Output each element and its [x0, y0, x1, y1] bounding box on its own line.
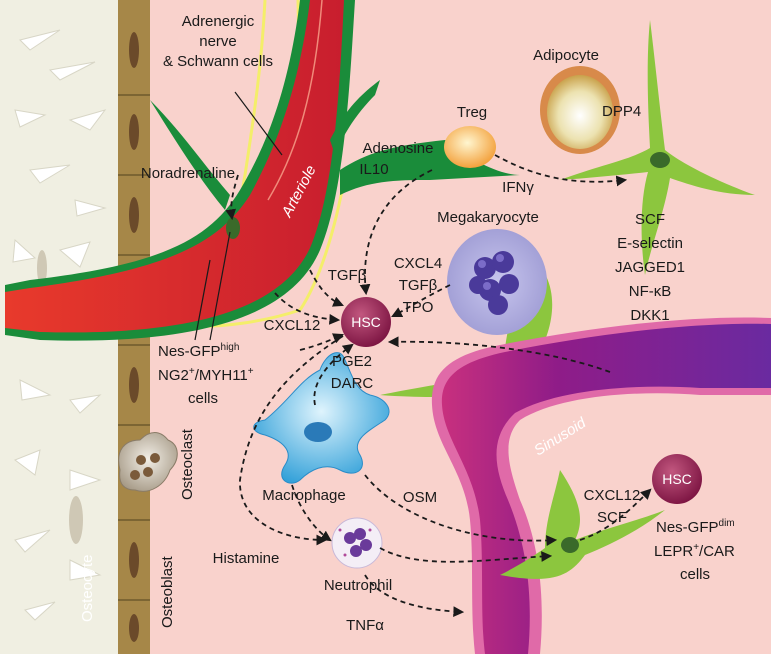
- label-cells-2: cells: [680, 566, 710, 583]
- label-sin-scf: SCF: [597, 509, 627, 526]
- treg-cell: [444, 126, 496, 168]
- adipocyte: [540, 66, 620, 154]
- label-osteocyte: Osteocyte: [79, 554, 96, 622]
- label-histamine: Histamine: [213, 550, 280, 567]
- label-cxcl12: CXCL12: [264, 317, 321, 334]
- labels: Adrenergic nerve & Schwann cells Adipocy…: [79, 13, 735, 634]
- label-osteoclast: Osteoclast: [179, 428, 196, 500]
- megakaryocyte: [447, 229, 547, 335]
- label-adipocyte: Adipocyte: [533, 47, 599, 64]
- label-tgfb: TGFβ: [328, 267, 367, 284]
- label-megakaryocyte: Megakaryocyte: [437, 209, 539, 226]
- label-scf: SCF: [635, 211, 665, 228]
- label-nfkb: NF-κB: [629, 283, 672, 300]
- label-darc: DARC: [331, 375, 374, 392]
- label-jagged1: JAGGED1: [615, 259, 685, 276]
- label-il10: IL10: [359, 161, 388, 178]
- label-neutrophil: Neutrophil: [324, 577, 392, 594]
- label-treg: Treg: [457, 104, 487, 121]
- label-nes-high: Nes-GFPhigh: [158, 342, 239, 360]
- label-dpp4: DPP4: [602, 103, 641, 120]
- osteoclast: [118, 432, 178, 492]
- label-pge2: PGE2: [332, 353, 372, 370]
- label-ng2: NG2+/MYH11+: [158, 366, 254, 384]
- stromal-cell-top-right: [560, 20, 755, 275]
- label-cells-1: cells: [188, 390, 218, 407]
- label-mk-tpo: TPO: [403, 299, 434, 316]
- label-sin-cxcl12: CXCL12: [584, 487, 641, 504]
- label-tnfa: TNFα: [346, 617, 384, 634]
- label-macrophage: Macrophage: [262, 487, 345, 504]
- label-mk-tgfb: TGFβ: [399, 277, 438, 294]
- label-hsc-2: HSC: [662, 471, 692, 487]
- neutrophil: [331, 517, 383, 569]
- arteriole: [5, 0, 355, 341]
- hsc-central: [341, 297, 391, 347]
- label-lepr: LEPR+/CAR: [654, 542, 735, 560]
- macrophage: [253, 352, 390, 484]
- signal-arrows: [225, 154, 652, 617]
- label-adrenergic-1: Adrenergic: [182, 13, 255, 30]
- label-noradrenaline: Noradrenaline: [141, 165, 235, 182]
- pointer-lines: [194, 91, 283, 341]
- label-adenosine: Adenosine: [363, 140, 434, 157]
- label-adrenergic-2: nerve: [199, 33, 237, 50]
- label-mk-cxcl4: CXCL4: [394, 255, 442, 272]
- label-adrenergic-3: & Schwann cells: [163, 53, 273, 70]
- label-e-selectin: E-selectin: [617, 235, 683, 252]
- label-nes-dim: Nes-GFPdim: [656, 518, 735, 536]
- label-ifng: IFNγ: [502, 179, 534, 196]
- label-dkk1: DKK1: [630, 307, 669, 324]
- label-hsc: HSC: [351, 314, 381, 330]
- label-osm: OSM: [403, 489, 437, 506]
- hsc-sinusoid: [652, 454, 702, 504]
- label-osteoblast: Osteoblast: [159, 555, 176, 628]
